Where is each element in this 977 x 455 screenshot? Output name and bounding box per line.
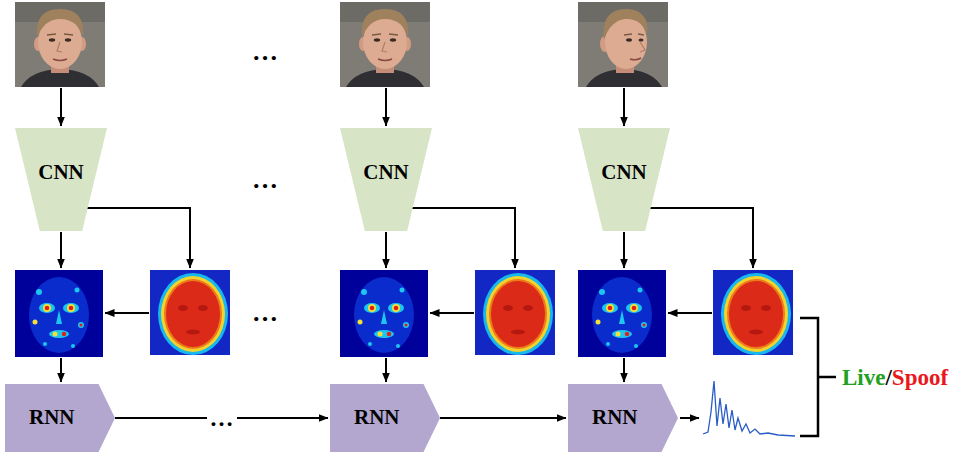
face-photo (578, 2, 668, 87)
block-label: RNN (592, 406, 638, 429)
block-label: RNN (354, 406, 400, 429)
block-label: RNN (29, 406, 75, 429)
block-outline (5, 384, 115, 452)
cnn-block: CNN (340, 128, 432, 231)
face-photo (15, 2, 105, 87)
separator: / (885, 366, 891, 389)
rnn-block: RNN (5, 384, 115, 452)
depth-map (475, 270, 555, 355)
rnn-block: RNN (330, 384, 440, 452)
block-label: CNN (601, 161, 647, 184)
depth-map (713, 270, 793, 355)
cnn-block: CNN (15, 128, 107, 231)
attention-map (340, 270, 428, 357)
output-class: Spoof (892, 366, 948, 389)
edge-ellipsis: … (207, 406, 237, 430)
recurrent-connector (440, 417, 566, 419)
ellipsis: … (252, 300, 278, 326)
block-outline (330, 384, 440, 452)
output-class: Live (842, 366, 885, 389)
cnn-block: CNN (578, 128, 670, 231)
rnn-block: RNN (568, 384, 678, 452)
block-outline (15, 128, 107, 231)
score-curve (703, 381, 795, 436)
block-outline (340, 128, 432, 231)
attention-map (15, 270, 103, 357)
ellipsis: … (252, 39, 278, 65)
face-photo (340, 2, 430, 87)
flow-arrow (680, 417, 699, 419)
depth-map (150, 270, 230, 355)
block-outline (568, 384, 678, 452)
attention-map (578, 270, 666, 357)
block-label: CNN (38, 161, 84, 184)
block-outline (578, 128, 670, 231)
bracket (800, 318, 836, 436)
block-label: CNN (363, 161, 409, 184)
ellipsis: … (252, 167, 278, 193)
